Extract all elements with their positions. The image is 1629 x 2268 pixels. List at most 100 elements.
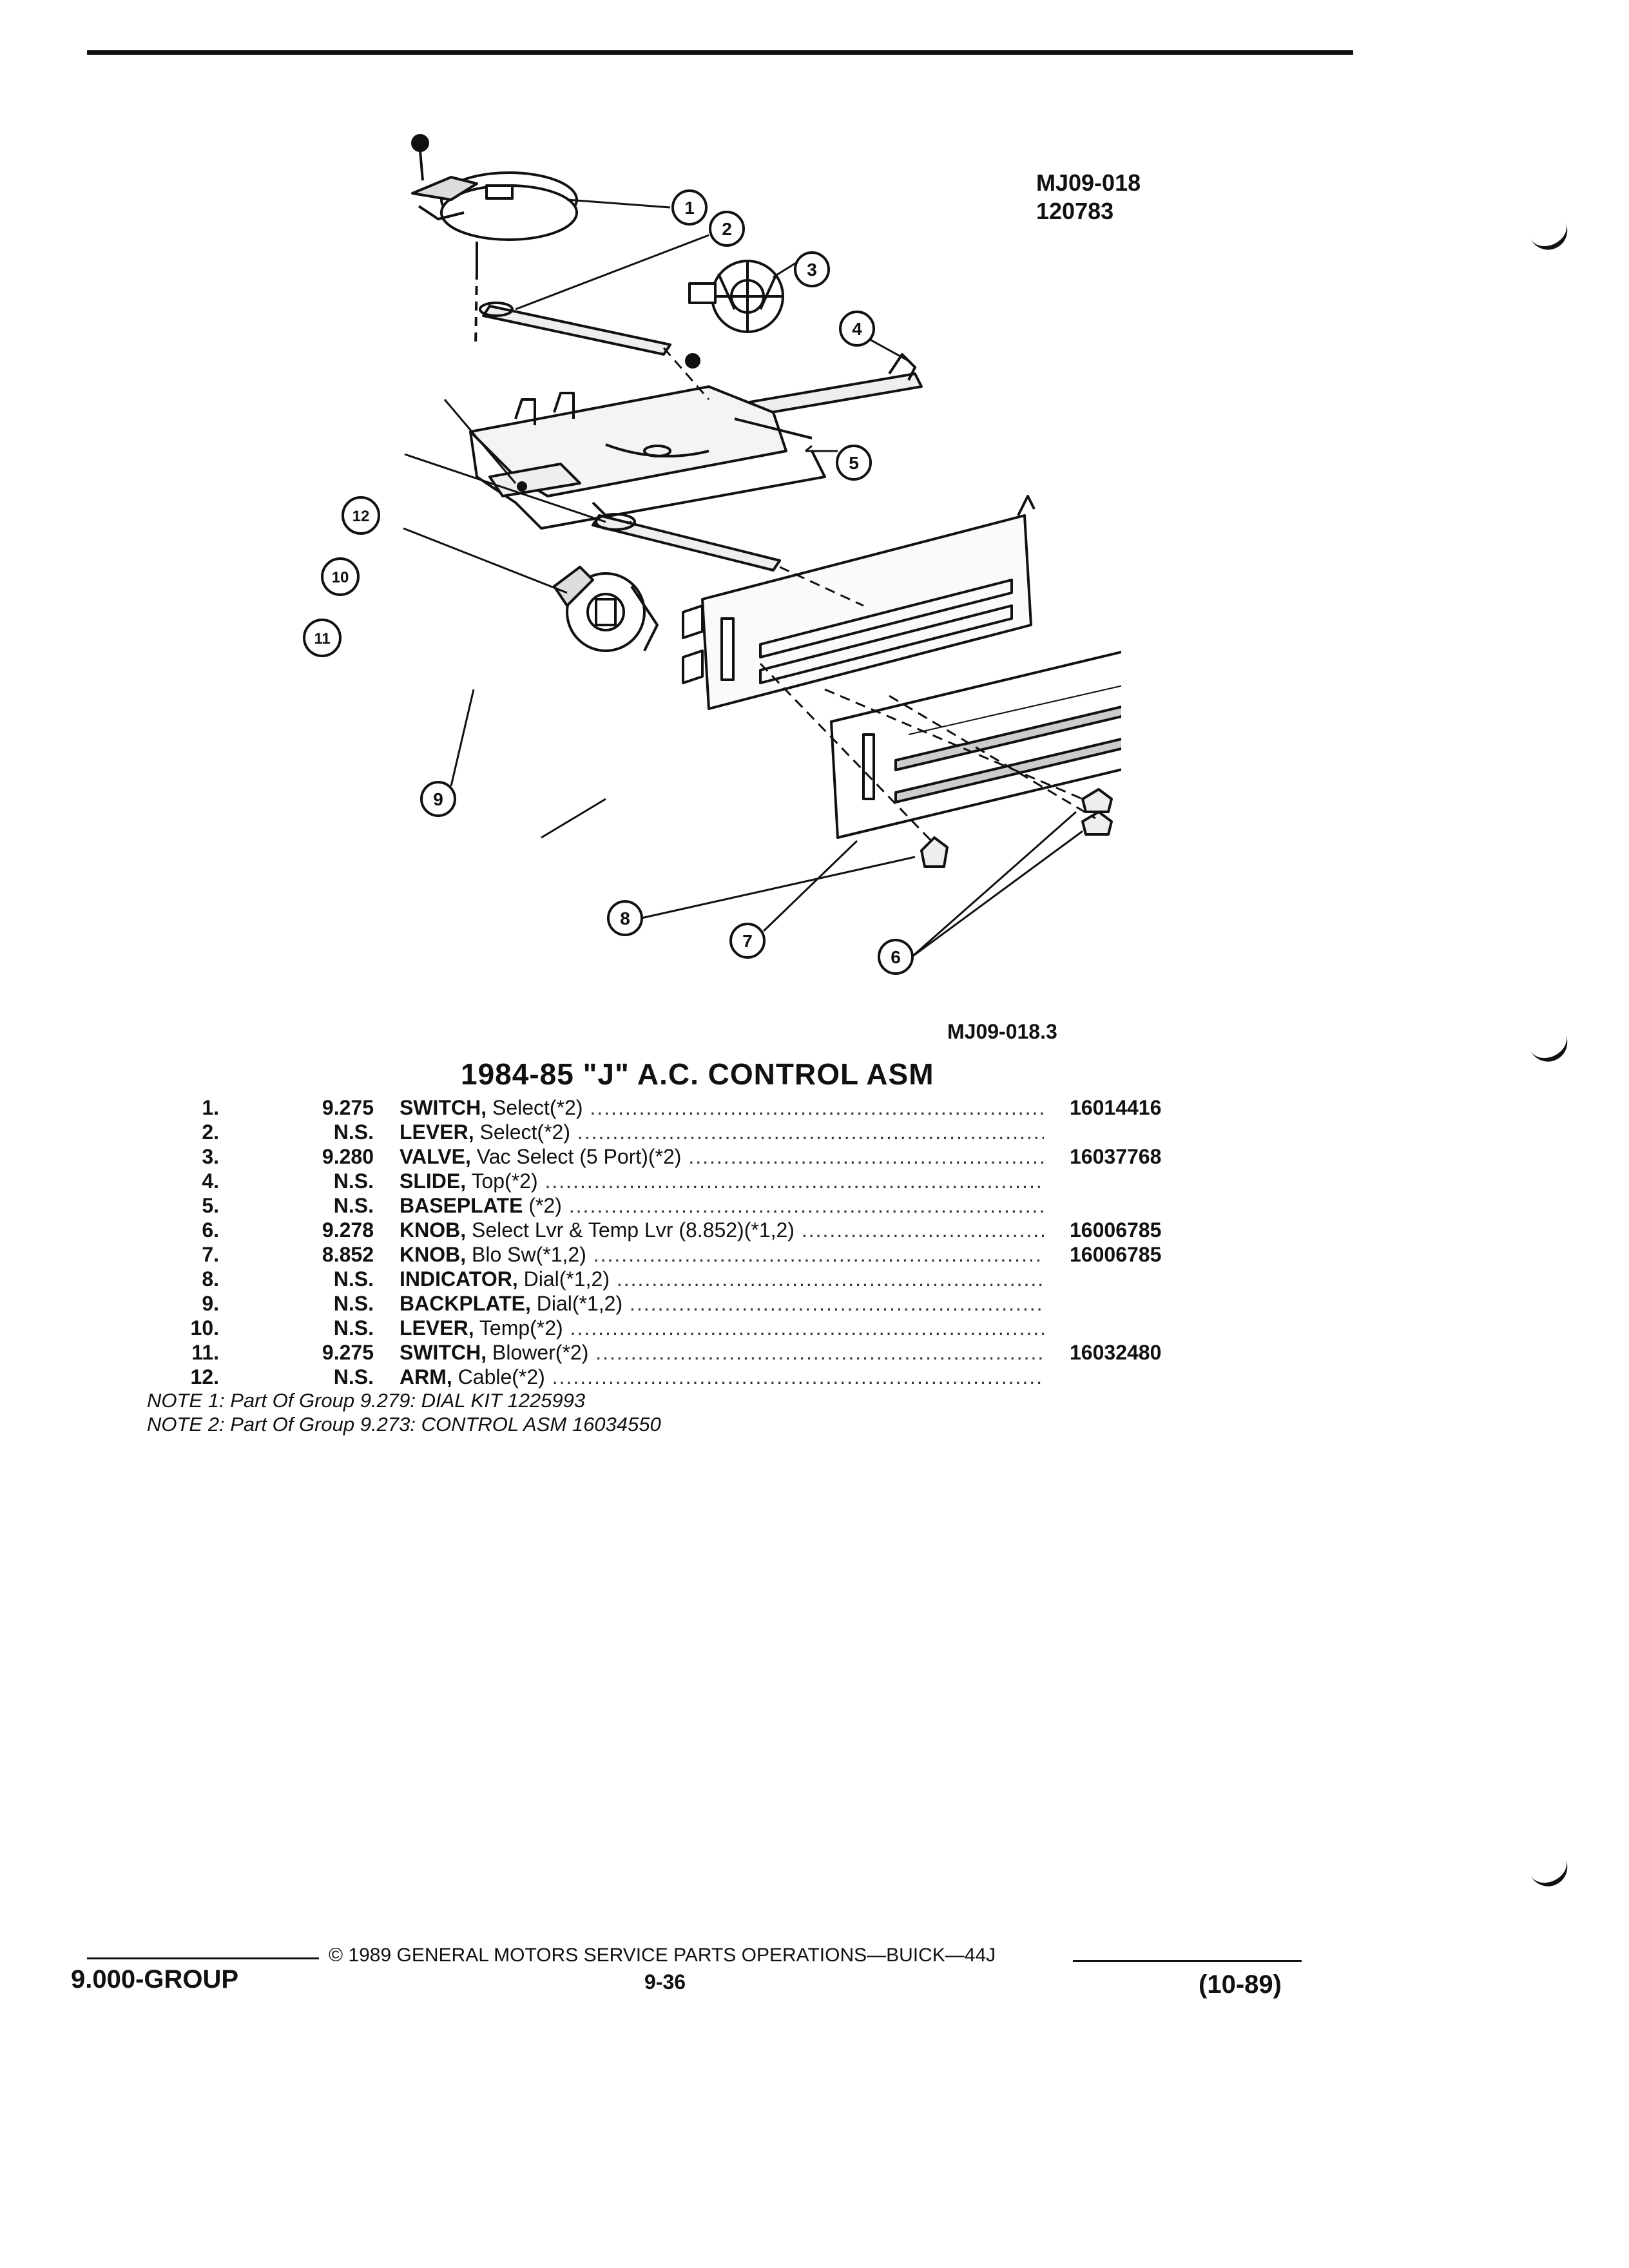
part-detail: Dial(*1,2) (517, 1267, 610, 1291)
item-number: 9. (202, 1292, 219, 1315)
item-number: 10. (190, 1316, 219, 1340)
part-description: ARM, Cable(*2) .........................… (400, 1365, 1044, 1389)
parts-row: 11. 9.275 SWITCH, Blower(*2) .............… (148, 1340, 1205, 1365)
item-number: 6. (202, 1218, 219, 1242)
part-description: KNOB, Select Lvr & Temp Lvr (8.852)(*1,2… (400, 1218, 1044, 1242)
top-rule (87, 50, 1353, 55)
note-1: NOTE 1: Part Of Group 9.279: DIAL KIT 12… (147, 1389, 586, 1412)
svg-text:3: 3 (807, 260, 817, 280)
dial-indicator (830, 650, 1121, 839)
group-number: N.S. (333, 1267, 374, 1291)
svg-text:6: 6 (891, 947, 901, 967)
revision-date: (10-89) (1199, 1970, 1282, 1999)
part-description: KNOB, Blo Sw(*1,2) .....................… (400, 1243, 1044, 1266)
group-number: N.S. (333, 1292, 374, 1315)
part-detail: Dial(*1,2) (530, 1292, 623, 1315)
callout-4: 4 (839, 311, 875, 347)
part-description: SWITCH, Blower(*2) .....................… (400, 1341, 1044, 1364)
lever-knobs (1081, 788, 1113, 836)
group-number: N.S. (333, 1194, 374, 1217)
blower-knob (920, 836, 949, 868)
part-name: SWITCH, (400, 1341, 487, 1364)
binder-mark (1525, 212, 1574, 256)
figure-ref-code: MJ09-018 (1036, 169, 1141, 196)
part-name: ARM, (400, 1365, 452, 1389)
parts-row: 2. N.S. LEVER, Select(*2) ................… (148, 1120, 1205, 1144)
callout-10: 10 (321, 557, 360, 596)
item-number: 2. (202, 1120, 219, 1144)
svg-text:11: 11 (314, 630, 330, 648)
part-name: BASEPLATE (400, 1194, 523, 1217)
group-number: N.S. (333, 1365, 374, 1389)
part-detail: Top(*2) (466, 1169, 538, 1193)
figure-ref-date: 120783 (1036, 198, 1114, 224)
blower-switch (553, 566, 659, 652)
item-number: 5. (202, 1194, 219, 1217)
group-number: 9.275 (322, 1096, 374, 1119)
part-description: BASEPLATE (*2) .........................… (400, 1194, 1044, 1217)
exploded-diagram: 1 2 3 4 5 6 7 8 9 10 11 12 (303, 134, 1121, 975)
footer-rule-left (87, 1957, 319, 1959)
screw (411, 134, 429, 181)
note-2: NOTE 2: Part Of Group 9.273: CONTROL ASM… (147, 1413, 661, 1436)
group-number: N.S. (333, 1169, 374, 1193)
binder-mark (1525, 1024, 1574, 1068)
part-detail: Blower(*2) (487, 1341, 589, 1364)
part-name: KNOB, (400, 1243, 467, 1266)
temp-lever (592, 513, 781, 572)
group-number: 9.278 (322, 1218, 374, 1242)
callout-1: 1 (671, 189, 708, 226)
dial-backplate (682, 495, 1036, 710)
item-number: 7. (202, 1243, 219, 1266)
part-name: INDICATOR, (400, 1267, 518, 1291)
part-number: 16014416 (1070, 1096, 1162, 1119)
figure-reference-bottom: MJ09-018.3 (947, 1020, 1057, 1043)
group-number: N.S. (333, 1316, 374, 1340)
callout-2: 2 (709, 211, 745, 247)
part-number: 16006785 (1070, 1243, 1162, 1266)
callout-11: 11 (303, 619, 342, 657)
part-detail: Cable(*2) (452, 1365, 545, 1389)
part-detail: Select Lvr & Temp Lvr (8.852)(*1,2) (466, 1218, 795, 1242)
item-number: 1. (202, 1096, 219, 1119)
item-number: 4. (202, 1169, 219, 1193)
item-number: 11. (191, 1341, 219, 1364)
part-detail: Select(*2) (474, 1120, 570, 1144)
svg-text:4: 4 (852, 319, 862, 339)
group-number: 9.275 (322, 1341, 374, 1364)
svg-text:5: 5 (849, 453, 859, 473)
group-number: 9.280 (322, 1145, 374, 1168)
parts-row: 9.N.S.BACKPLATE, Dial(*1,2) ............… (148, 1291, 1205, 1316)
footer-rule-right (1073, 1960, 1302, 1962)
part-description: INDICATOR, Dial(*1,2) ..................… (400, 1267, 1044, 1291)
part-name: VALVE, (400, 1145, 471, 1168)
part-name: LEVER, (400, 1120, 474, 1144)
notes: NOTE 1: Part Of Group 9.279: DIAL KIT 12… (147, 1389, 661, 1436)
part-detail: Blo Sw(*1,2) (466, 1243, 586, 1266)
item-number: 3. (202, 1145, 219, 1168)
part-detail: Select(*2) (487, 1096, 583, 1119)
svg-text:9: 9 (433, 789, 443, 809)
part-description: LEVER, Temp(*2) ........................… (400, 1316, 1044, 1340)
figure-reference: MJ09-018 120783 (1036, 169, 1141, 226)
part-name: LEVER, (400, 1316, 474, 1340)
svg-text:2: 2 (722, 219, 732, 239)
parts-row: 4.N.S.SLIDE, Top(*2) ...................… (148, 1169, 1205, 1193)
part-detail: (*2) (523, 1194, 562, 1217)
part-name: SWITCH, (400, 1096, 487, 1119)
svg-text:12: 12 (352, 508, 370, 525)
group-number: N.S. (333, 1120, 374, 1144)
svg-text:8: 8 (620, 908, 630, 928)
cable-arm (488, 463, 581, 497)
part-name: BACKPLATE, (400, 1292, 531, 1315)
part-description: LEVER, Select(*2) ......................… (400, 1120, 1044, 1144)
select-lever (474, 270, 671, 356)
part-name: SLIDE, (400, 1169, 467, 1193)
page-title: 1984-85 "J" A.C. CONTROL ASM (461, 1057, 934, 1091)
parts-row: 12.N.S.ARM, Cable(*2) ..................… (148, 1365, 1205, 1389)
part-name: KNOB, (400, 1218, 467, 1242)
callout-5: 5 (836, 445, 872, 481)
